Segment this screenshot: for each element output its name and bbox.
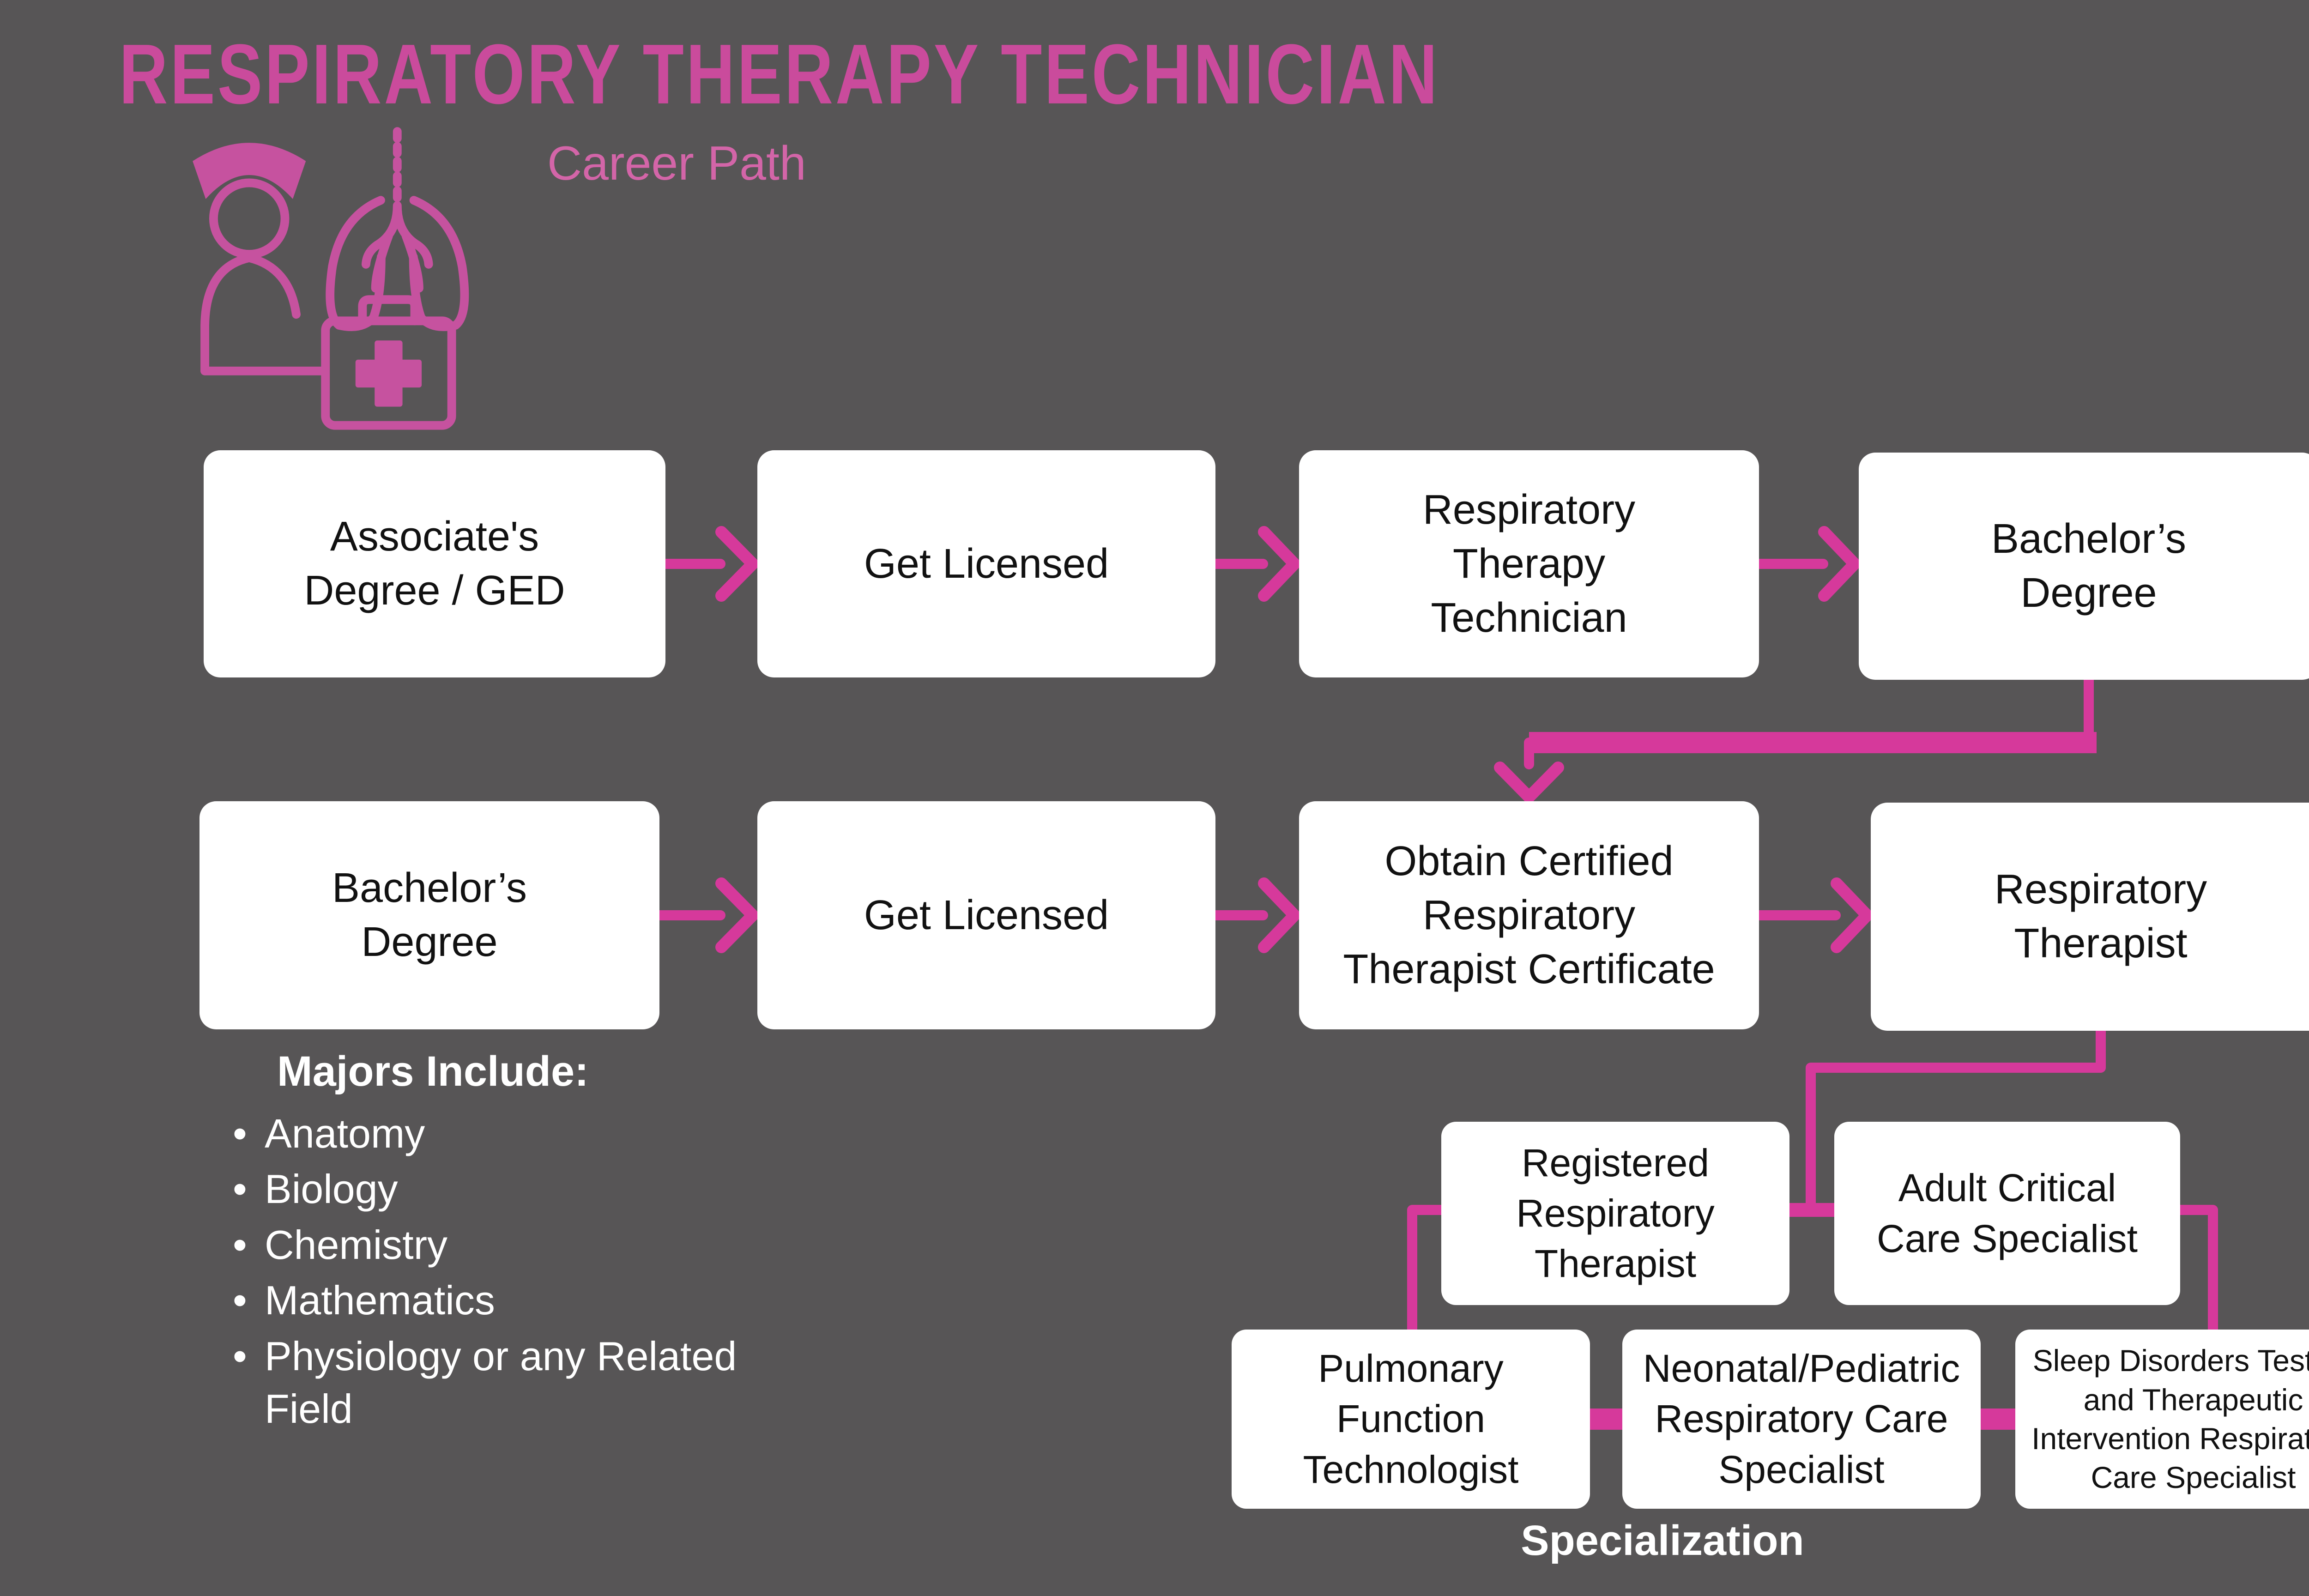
flow-box-crt-certificate: Obtain Certified Respiratory Therapist C…: [1299, 801, 1759, 1029]
flow-box-pulmonary-function: Pulmonary Function Technologist: [1232, 1330, 1590, 1509]
respiratory-therapist-icon: [193, 127, 469, 430]
major-item: Chemistry: [230, 1219, 784, 1272]
arrowhead-down: [1494, 762, 1564, 803]
major-item: Biology: [230, 1163, 784, 1216]
flow-box-registered-respiratory-therapist: Registered Respiratory Therapist: [1441, 1122, 1789, 1305]
majors-heading: Majors Include:: [277, 1048, 589, 1095]
flow-box-get-licensed-2: Get Licensed: [757, 801, 1215, 1029]
page-title: RESPIRATORY THERAPY TECHNICIAN: [119, 26, 1440, 121]
flow-box-associates-degree: Associate's Degree / GED: [204, 450, 665, 677]
specialization-label: Specialization: [1521, 1517, 1804, 1564]
flow-box-get-licensed-1: Get Licensed: [757, 450, 1215, 677]
flow-box-respiratory-therapist: Respiratory Therapist: [1871, 803, 2309, 1031]
major-item: Physiology or any Related Field: [230, 1330, 784, 1436]
flow-box-bachelors-degree-1: Bachelor’s Degree: [1859, 453, 2309, 680]
arrowhead: [1831, 877, 1873, 953]
branch-rt-down: [1806, 1025, 2106, 1215]
flow-box-adult-critical-care: Adult Critical Care Specialist: [1834, 1122, 2180, 1305]
flow-box-neonatal-pediatric: Neonatal/Pediatric Respiratory Care Spec…: [1622, 1330, 1981, 1509]
arrowhead: [715, 526, 759, 602]
flow-box-respiratory-therapy-technician: Respiratory Therapy Technician: [1299, 450, 1759, 677]
major-item: Mathematics: [230, 1274, 784, 1327]
feed-adult-down: [2175, 1205, 2218, 1335]
feed-registered-down: [1407, 1205, 1446, 1335]
major-item: Anatomy: [230, 1107, 784, 1161]
arrowhead: [1818, 526, 1861, 602]
arrowhead: [1258, 526, 1300, 602]
arrowhead: [1258, 877, 1300, 953]
page-subtitle: Career Path: [547, 137, 806, 190]
flow-box-bachelors-degree-2: Bachelor’s Degree: [199, 801, 659, 1029]
flow-box-sleep-disorders: Sleep Disorders Testing and Therapeutic …: [2015, 1330, 2309, 1509]
majors-list: Anatomy Biology Chemistry Mathematics Ph…: [230, 1107, 784, 1438]
arrowhead: [715, 877, 759, 953]
